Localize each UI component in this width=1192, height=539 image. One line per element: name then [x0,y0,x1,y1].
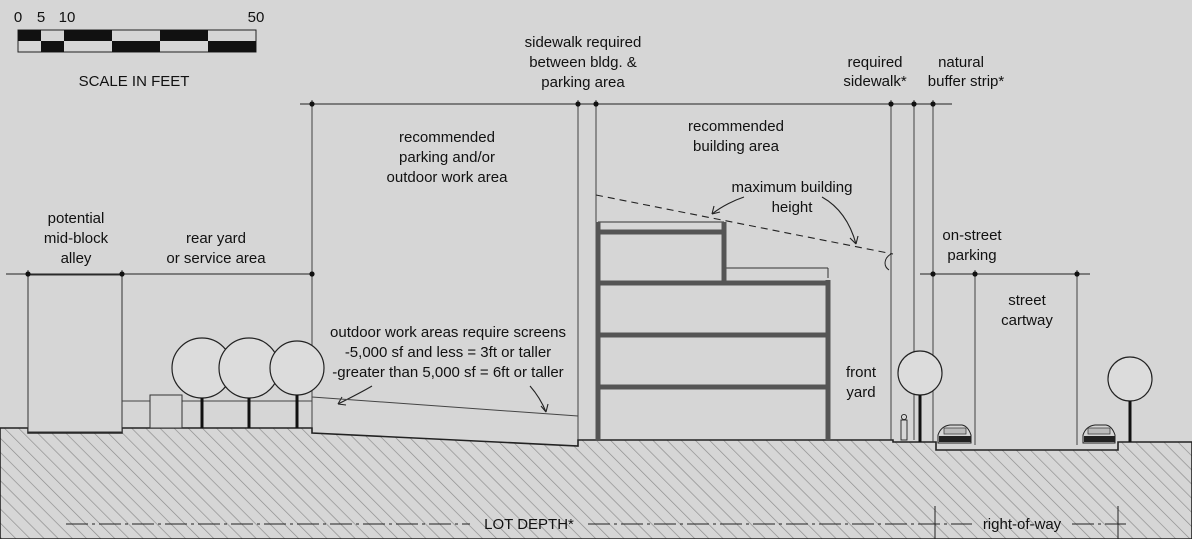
screens-note-line-1: outdoor work areas require screens [330,324,566,341]
front-yard-label-2: yard [846,384,875,401]
max-height-label-1: maximum building [732,179,853,196]
dimension-lines [6,100,1090,445]
parking-area-label-1: recommended [399,129,495,146]
building-area-label-1: recommended [688,118,784,135]
alley-label-2: mid-block [44,230,109,247]
scale-title: SCALE IN FEET [79,73,190,90]
max-height-line [595,194,894,255]
alley-label-1: potential [48,210,105,227]
bottom-dimension: LOT DEPTH* right-of-way [66,506,1126,539]
sidewalk-between-label-2: between bldg. & [529,54,637,71]
alley-label-3: alley [61,250,92,267]
parking-area-label-2: parking and/or [399,149,495,166]
pedestrian-icon [900,413,908,441]
right-of-way-label: right-of-way [983,516,1062,533]
car-icon [1082,424,1116,444]
scale-bar: 0 5 10 50 SCALE IN FEET [14,9,265,90]
front-yard-label-1: front [846,364,877,381]
building-area-label-2: building area [693,138,780,155]
max-height-label-2: height [772,199,814,216]
on-street-label-2: parking [947,247,996,264]
cartway-label-1: street [1008,292,1046,309]
screens-note-line-2: -5,000 sf and less = 3ft or taller [345,344,551,361]
building-section [595,221,831,441]
scale-tick-5: 5 [37,9,45,26]
rear-yard-label-1: rear yard [186,230,246,247]
sidewalk-between-label-3: parking area [541,74,625,91]
buffer-strip-label-1: natural [938,54,984,71]
lot-depth-label: LOT DEPTH* [484,516,574,533]
sidewalk-between-label-1: sidewalk required [525,34,642,51]
screens-note-line-3: -greater than 5,000 sf = 6ft or taller [332,364,563,381]
street-elements [897,350,1153,444]
on-street-label-1: on-street [942,227,1002,244]
street-tree-icon [897,350,943,396]
max-height-arrows [711,196,859,245]
tree-icon [269,340,325,396]
rear-yard-trees [122,337,325,429]
scale-tick-0: 0 [14,9,22,26]
shed [149,394,183,429]
screens-note-arrows [311,385,579,417]
scale-tick-50: 50 [248,9,265,26]
rear-yard-label-2: or service area [166,250,266,267]
parking-area-label-3: outdoor work area [387,169,509,186]
street-tree-icon [1107,356,1153,402]
car-icon [937,424,972,444]
buffer-strip-label-2: buffer strip* [928,73,1005,90]
cartway-label-2: cartway [1001,312,1053,329]
scale-tick-10: 10 [59,9,76,26]
required-sidewalk-label-1: required [847,54,902,71]
required-sidewalk-label-2: sidewalk* [843,73,907,90]
alley-outline [27,274,123,433]
